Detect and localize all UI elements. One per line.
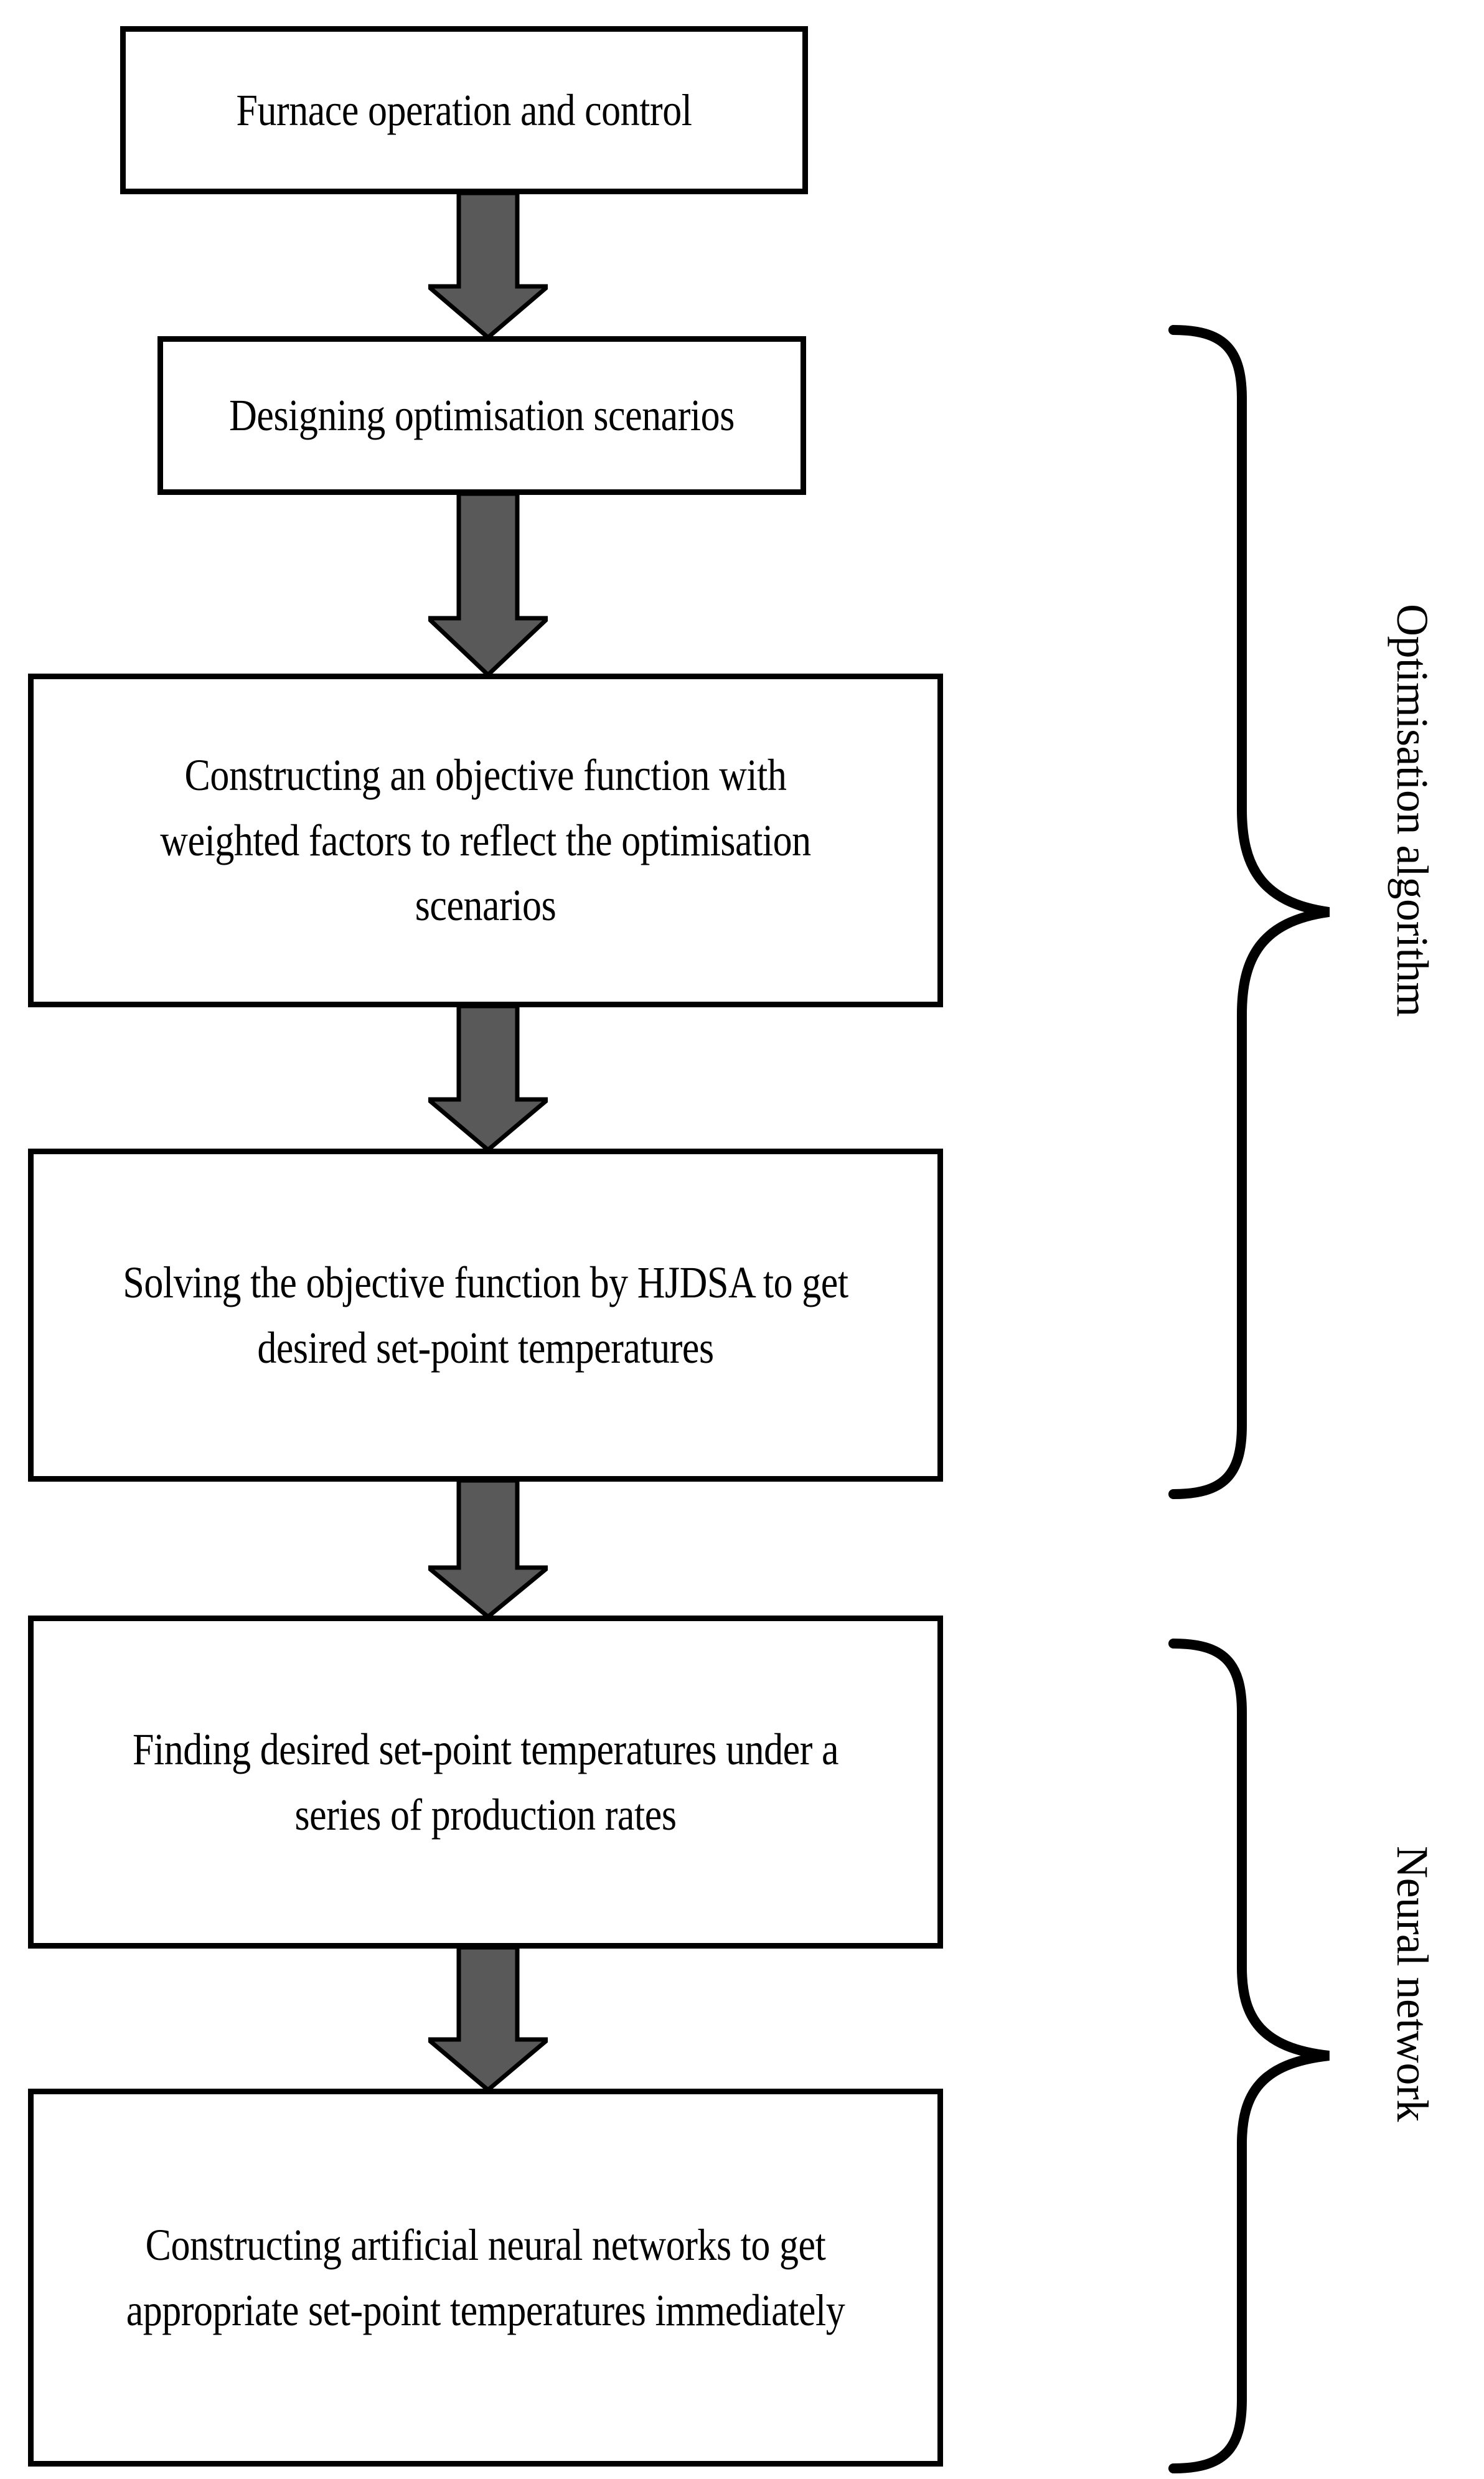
node-label: Constructing artificial neural networks … [126,2220,845,2335]
arrow-furnace-to-designing [428,193,548,337]
arrow-solving-to-finding [428,1480,548,1617]
arrow-constructing-objective-to-solving [428,1006,548,1150]
arrow-designing-to-constructing-objective [428,494,548,675]
node-designing-optimisation-scenarios[interactable]: Designing optimisation scenarios [157,336,806,495]
node-furnace-operation-and-control[interactable]: Furnace operation and control [120,26,808,194]
brace-optimisation-algorithm [1167,324,1348,1500]
node-solving-objective-function-hjdsa[interactable]: Solving the objective function by HJDSA … [28,1149,943,1482]
group-label-optimisation-algorithm: Optimisation algorithm [1388,604,1437,1017]
brace-neural-network [1167,1637,1348,2475]
node-constructing-artificial-neural-networks[interactable]: Constructing artificial neural networks … [28,2089,943,2467]
group-label-neural-network: Neural network [1388,1846,1437,2122]
node-label: Furnace operation and control [236,85,692,135]
node-label: Designing optimisation scenarios [229,390,735,441]
arrow-finding-to-constructing-ann [428,1947,548,2090]
node-label: Constructing an objective function with … [160,750,811,931]
node-label: Finding desired set-point temperatures u… [132,1724,839,1840]
node-label: Solving the objective function by HJDSA … [123,1258,848,1373]
node-finding-desired-set-point-temperatures[interactable]: Finding desired set-point temperatures u… [28,1616,943,1949]
node-constructing-objective-function[interactable]: Constructing an objective function with … [28,674,943,1007]
